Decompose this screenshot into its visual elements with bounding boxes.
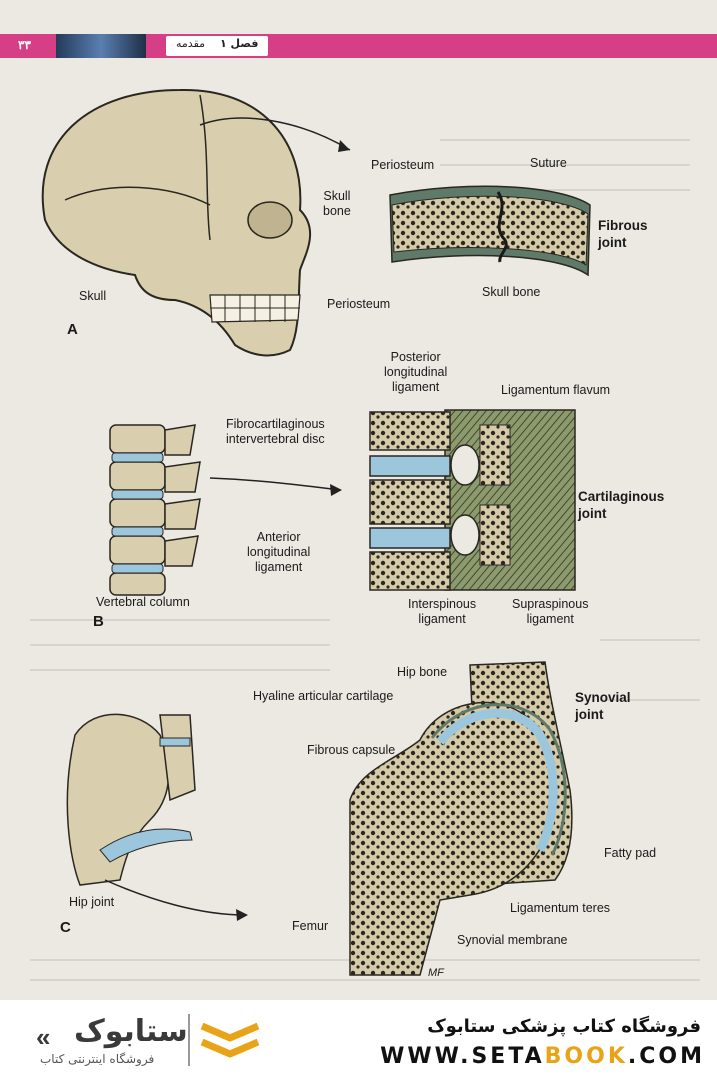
- label-anterior-longitudinal-ligament: Anterior longitudinal ligament: [247, 530, 311, 574]
- url-suffix: .COM: [627, 1044, 705, 1069]
- store-url[interactable]: WWW.SETABOOK.COM: [380, 1044, 705, 1069]
- label-suture: Suture: [530, 156, 567, 170]
- fibrous-joint-section: [389, 185, 591, 277]
- artist-signature: MF: [428, 967, 444, 979]
- label-hyaline-articular-cartilage: Hyaline articular cartilage: [253, 689, 394, 703]
- label-synovial-joint: Synovial joint: [575, 690, 631, 722]
- chevron-logo-icon: [200, 1022, 260, 1058]
- label-skull-bone-right: Skull bone: [482, 285, 541, 299]
- url-prefix: WWW.SETA: [380, 1044, 545, 1069]
- panel-letter-b: B: [93, 613, 104, 630]
- label-periosteum-bottom: Periosteum: [327, 297, 391, 311]
- store-logo-subtitle: فروشگاه اینترنتی کتاب: [40, 1052, 155, 1066]
- store-footer: ستابوک « فروشگاه اینترنتی کتاب فروشگاه ک…: [0, 1000, 717, 1080]
- label-femur: Femur: [292, 919, 329, 933]
- textbook-page: ۳۳ مقدمه فصل ۱: [0, 0, 717, 1000]
- store-name: فروشگاه کتاب پزشکی ستابوک: [427, 1016, 701, 1037]
- label-interspinous-ligament: Interspinous ligament: [408, 597, 477, 626]
- label-fatty-pad: Fatty pad: [604, 846, 657, 860]
- label-posterior-longitudinal-ligament: Posterior longitudinal ligament: [384, 350, 448, 394]
- label-periosteum-top: Periosteum: [371, 158, 435, 172]
- chapter-label: فصل ۱: [210, 36, 269, 56]
- synovial-joint-section: [349, 661, 573, 976]
- panel-letter-a: A: [67, 321, 78, 338]
- label-supraspinous-ligament: Supraspinous ligament: [512, 597, 589, 626]
- cartilaginous-joint-section: [369, 409, 576, 591]
- label-synovial-membrane: Synovial membrane: [457, 933, 568, 947]
- label-vertebral-column: Vertebral column: [96, 595, 190, 609]
- label-cartilaginous-joint: Cartilaginous joint: [578, 489, 665, 521]
- store-logo-text: ستابوک: [74, 1014, 188, 1049]
- panel-letter-c: C: [60, 919, 71, 936]
- label-skull: Skull: [79, 289, 107, 303]
- page-number: ۳۳: [18, 38, 31, 52]
- header-thumbnail-image: [56, 34, 146, 58]
- label-skull-bone-left: Skull bone: [323, 189, 351, 218]
- label-hip-bone: Hip bone: [397, 665, 448, 679]
- vertebral-column-drawing: [109, 424, 342, 596]
- url-highlight: BOOK: [544, 1044, 628, 1069]
- double-chevron-icon: «: [36, 1022, 51, 1052]
- pelvis-drawing: [66, 713, 248, 921]
- label-fibrous-capsule: Fibrous capsule: [307, 743, 396, 757]
- label-fibrous-joint: Fibrous joint: [598, 218, 648, 250]
- label-hip-joint: Hip joint: [69, 895, 115, 909]
- logo-divider: [188, 1014, 190, 1066]
- label-ligamentum-teres: Ligamentum teres: [510, 901, 611, 915]
- joint-types-illustration: [30, 88, 700, 981]
- section-title: مقدمه: [166, 36, 216, 56]
- label-ligamentum-flavum: Ligamentum flavum: [501, 383, 611, 397]
- skull-drawing: [41, 88, 351, 357]
- label-fibrocartilaginous-disc: Fibrocartilaginous intervertebral disc: [226, 417, 325, 446]
